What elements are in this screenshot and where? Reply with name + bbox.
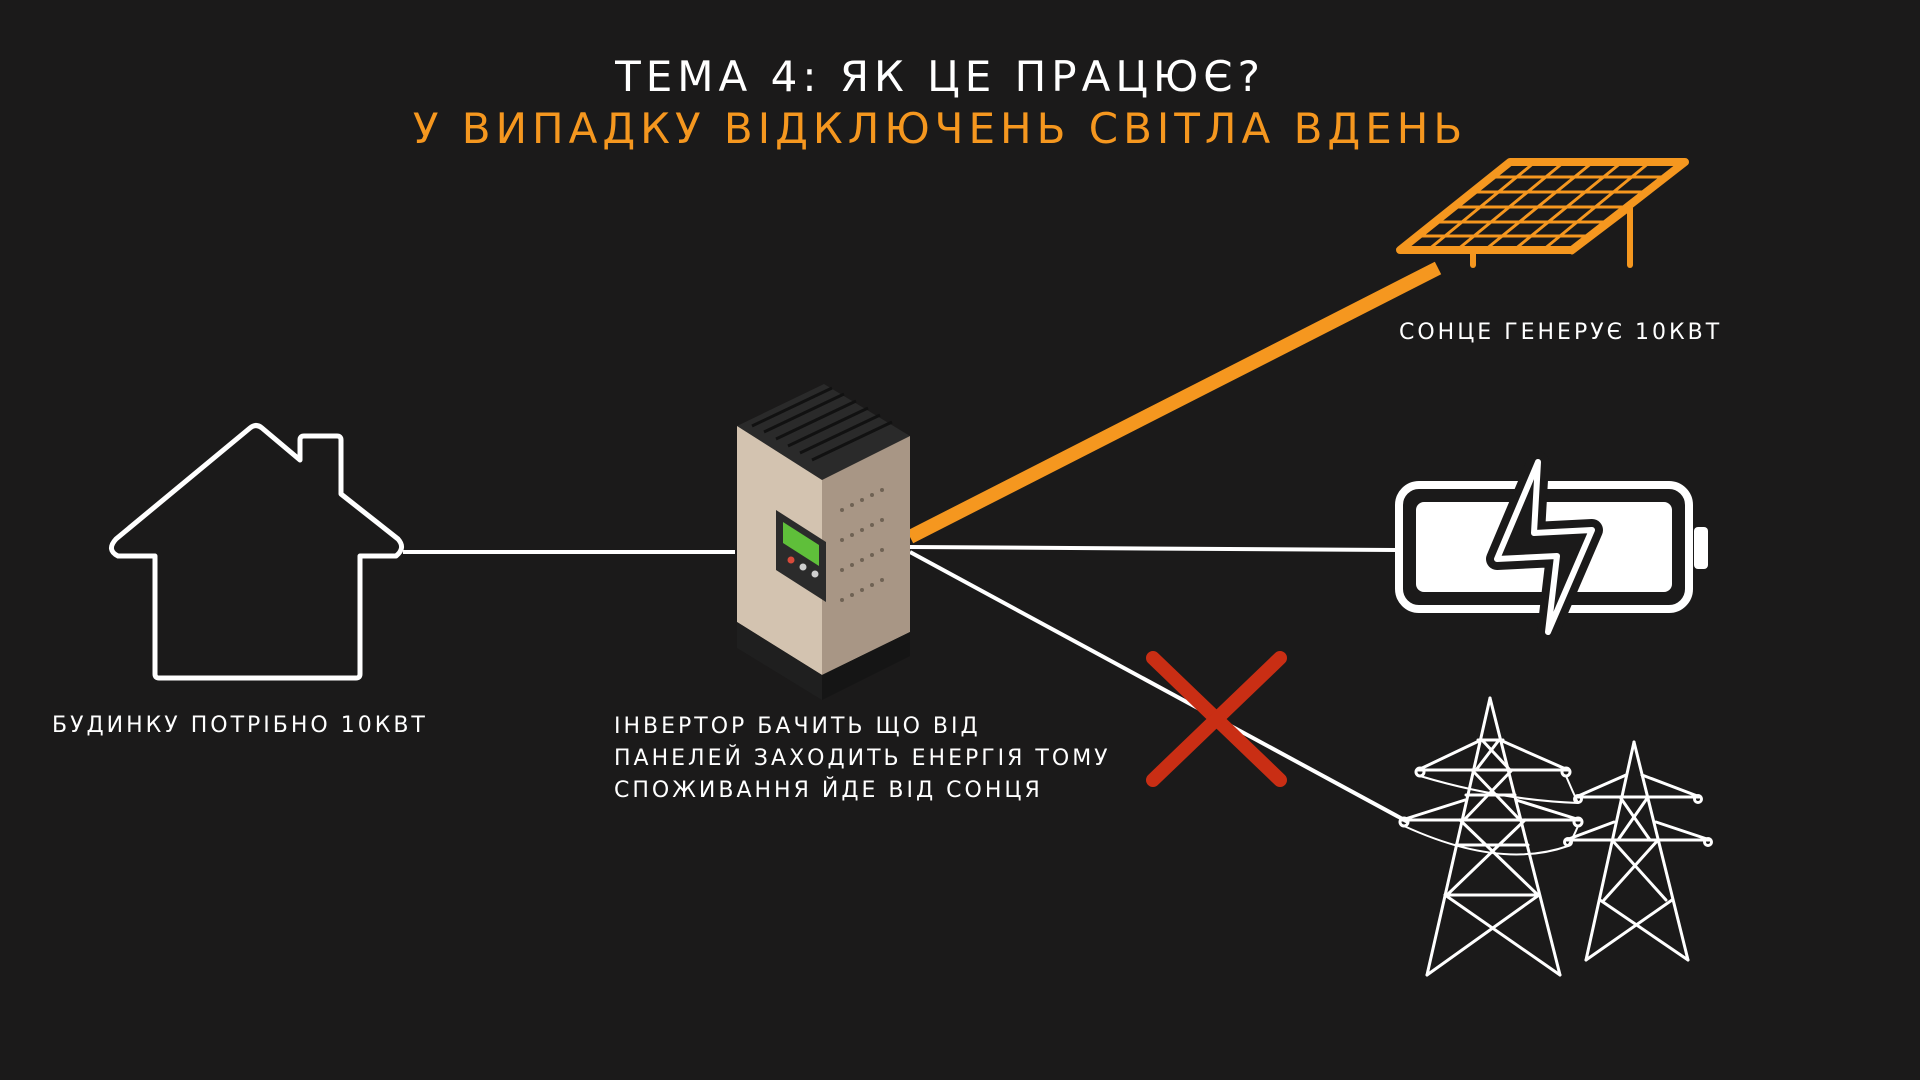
battery-charging-icon [1395,451,1708,643]
power-tower-icon [1398,696,1713,977]
inverter-caption-line-3: СПОЖИВАННЯ ЙДЕ ВІД СОНЦЯ [614,778,1043,803]
inverter-caption-line-1: ІНВЕРТОР БАЧИТЬ ЩО ВІД [614,714,981,739]
house-caption: БУДИНКУ ПОТРІБНО 10КВТ [52,713,428,738]
solar-panel-icon [1396,158,1689,268]
inverter-battery-line [909,545,1397,552]
house-icon [109,423,404,681]
solar-flow-line [906,261,1442,544]
inverter-grid-line [909,550,1409,824]
inverter-icon [737,384,910,700]
inverter-caption-line-2: ПАНЕЛЕЙ ЗАХОДИТЬ ЕНЕРГІЯ ТОМУ [614,746,1111,771]
page-title: ТЕМА 4: ЯК ЦЕ ПРАЦЮЄ? [615,52,1265,101]
inverter-caption: ІНВЕРТОР БАЧИТЬ ЩО ВІД ПАНЕЛЕЙ ЗАХОДИТЬ … [614,711,1111,807]
cross-icon [1146,651,1287,787]
solar-caption: СОНЦЕ ГЕНЕРУЄ 10КВТ [1399,320,1723,345]
page-subtitle: У ВИПАДКУ ВІДКЛЮЧЕНЬ СВІТЛА ВДЕНЬ [412,104,1468,153]
